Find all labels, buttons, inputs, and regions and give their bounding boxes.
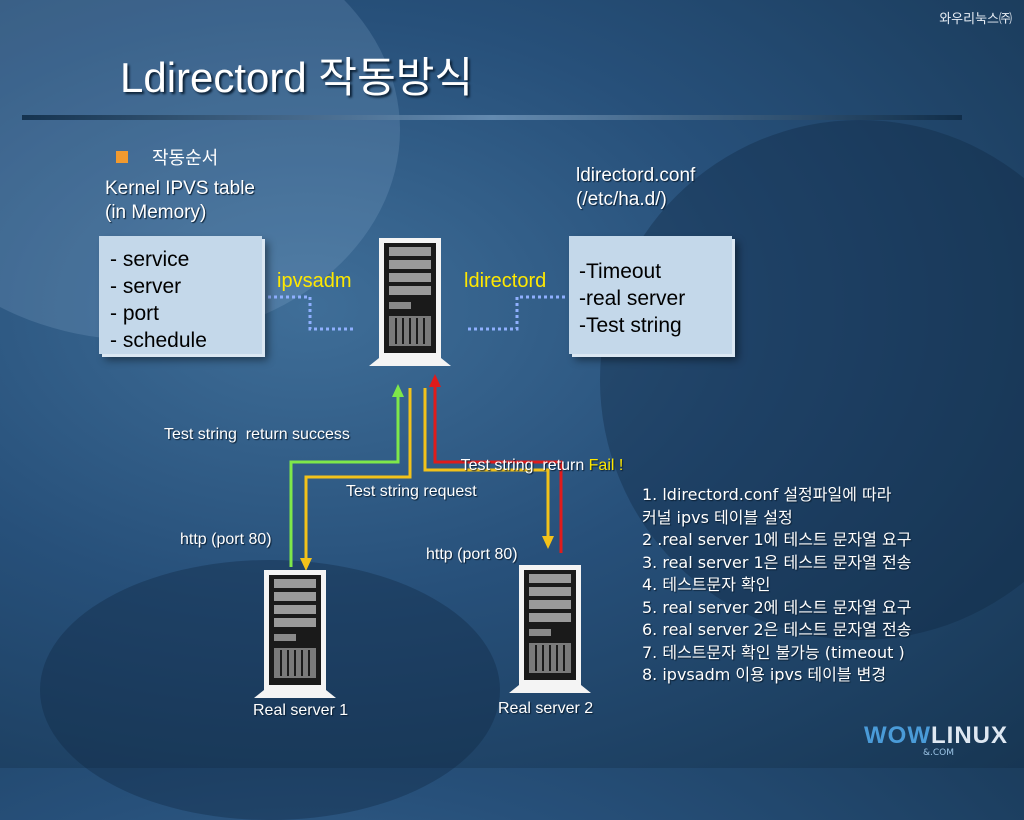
fail-word: Fail ! xyxy=(588,457,624,474)
ipvs-table-box: - service - server - port - schedule xyxy=(99,236,262,354)
logo-subtext: &.COM xyxy=(922,748,954,758)
title-divider xyxy=(22,115,962,120)
success-arrow xyxy=(289,395,400,567)
ipvs-item: - schedule xyxy=(110,329,207,352)
ipvs-item: - service xyxy=(110,248,190,271)
conf-item: -Timeout xyxy=(579,260,662,283)
wowlinux-logo: WOWLINUX xyxy=(864,722,1008,749)
step-item: 6. real server 2은 테스트 문자열 전송 xyxy=(642,620,912,639)
server-tower-icon xyxy=(254,570,336,698)
bullet-square-icon xyxy=(116,151,128,163)
ipvsadm-link xyxy=(268,295,356,331)
request-label: Test string request xyxy=(346,483,477,500)
http-label-rs1: http (port 80) xyxy=(180,531,272,548)
fail-label: Test string return Fail ! xyxy=(460,457,624,474)
step-item: 7. 테스트문자 확인 불가능 (timeout ) xyxy=(642,642,905,662)
step-item: 2 .real server 1에 테스트 문자열 요구 xyxy=(642,530,912,549)
ipvs-item: - port xyxy=(110,302,160,325)
slide-title: Ldirectord 작동방식 xyxy=(120,54,473,101)
ldirectord-label: ldirectord xyxy=(464,270,547,292)
request-arrow-rs1 xyxy=(304,388,412,560)
ipvsadm-label: ipvsadm xyxy=(277,270,352,292)
section-heading: 작동순서 xyxy=(152,148,219,169)
background-shape xyxy=(600,120,1024,640)
server-tower-icon xyxy=(369,238,451,366)
ipvs-item: - server xyxy=(110,275,182,298)
operation-steps: 1. ldirectord.conf 설정파일에 따라 커널 ipvs 테이블 … xyxy=(642,484,911,687)
step-item: 3. real server 1은 테스트 문자열 전송 xyxy=(642,552,912,572)
step-item: 1. ldirectord.conf 설정파일에 따라 xyxy=(642,485,892,504)
conf-item: -Test string xyxy=(579,314,682,337)
conf-item: -real server xyxy=(579,287,686,310)
http-label-rs2: http (port 80) xyxy=(426,546,518,563)
real-server-1-label: Real server 1 xyxy=(253,702,349,719)
company-name: 와우리눅스㈜ xyxy=(939,12,1012,27)
ipvs-table-label: Kernel IPVS table (in Memory) xyxy=(105,178,255,223)
success-label: Test string return success xyxy=(164,426,350,443)
ldirectord-link xyxy=(468,295,567,331)
conf-file-label: ldirectord.conf (/etc/ha.d/) xyxy=(576,165,696,210)
step-item: 8. ipvsadm 이용 ipvs 테이블 변경 xyxy=(642,665,887,684)
fail-arrow xyxy=(433,386,563,553)
server-tower-icon xyxy=(509,565,591,693)
request-arrow-rs2 xyxy=(423,388,550,538)
diagram-connectors xyxy=(268,295,567,571)
step-item: 커널 ipvs 테이블 설정 xyxy=(642,507,793,527)
real-server-2-label: Real server 2 xyxy=(498,700,594,717)
conf-file-box: -Timeout -real server -Test string xyxy=(569,236,732,354)
step-item: 4. 테스트문자 확인 xyxy=(642,575,771,594)
step-item: 5. real server 2에 테스트 문자열 요구 xyxy=(642,597,912,617)
